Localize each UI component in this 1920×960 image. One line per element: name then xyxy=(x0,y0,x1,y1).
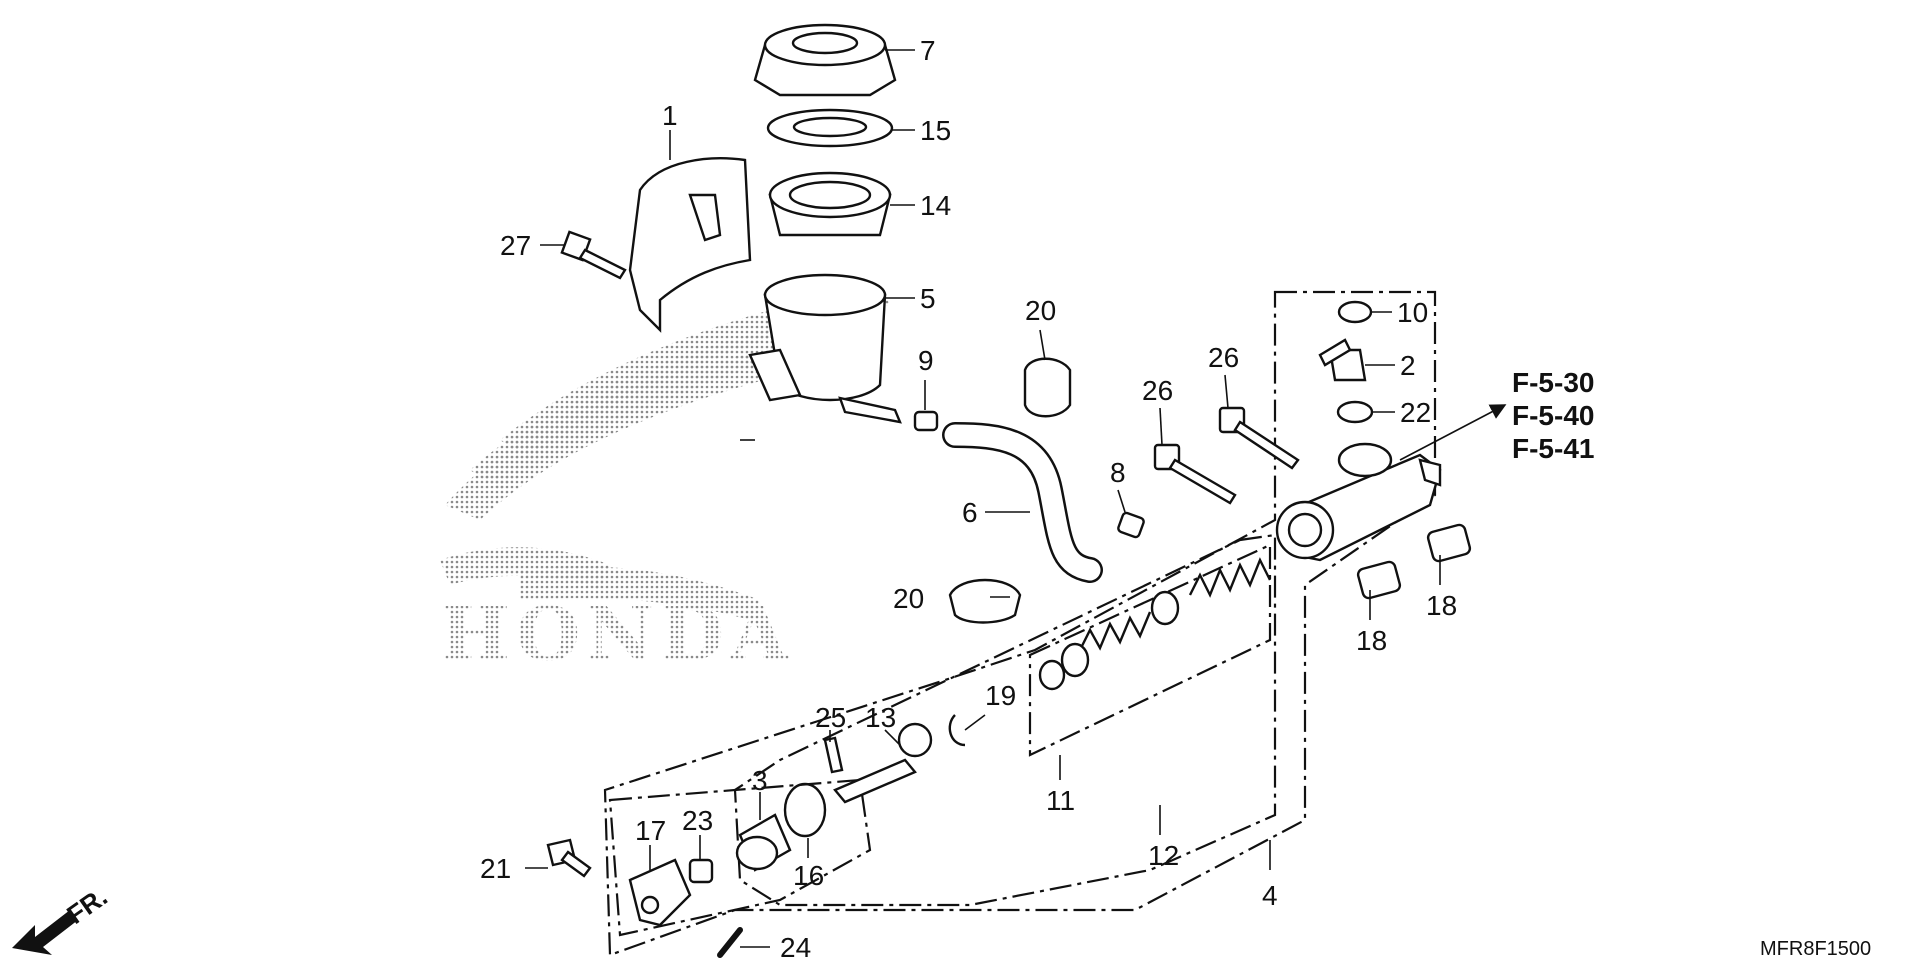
callout-24: 24 xyxy=(780,932,811,960)
nut-8 xyxy=(1117,511,1145,539)
callout-4: 4 xyxy=(1262,880,1278,911)
callout-22: 22 xyxy=(1400,397,1431,428)
hose-clamp-20-upper xyxy=(1023,357,1072,418)
callout-1: 1 xyxy=(662,100,678,131)
circlip-19 xyxy=(948,714,966,747)
callout-15: 15 xyxy=(920,115,951,146)
nut-23 xyxy=(688,858,714,884)
callout-6: 6 xyxy=(962,497,978,528)
honda-watermark-text: HONDA xyxy=(440,592,794,678)
hose-joint-2 xyxy=(1318,338,1367,382)
joint-pin-21 xyxy=(546,838,592,878)
callout-18-left: 18 xyxy=(1356,625,1387,656)
piston-spring-assembly xyxy=(1038,611,1152,691)
bolt-26-right xyxy=(1218,406,1300,470)
callout-26-left: 26 xyxy=(1142,375,1173,406)
assembly-11-outline xyxy=(1028,543,1272,757)
clevis-17 xyxy=(628,858,692,927)
piston-rod-13 xyxy=(833,722,933,804)
callout-19: 19 xyxy=(985,680,1016,711)
bolt-26-left xyxy=(1153,443,1237,505)
reservoir-cap xyxy=(753,23,897,97)
master-cylinder-body xyxy=(1275,442,1442,562)
cotter-pin-24 xyxy=(717,927,743,958)
o-ring-22 xyxy=(1336,400,1374,424)
callout-25: 25 xyxy=(815,702,846,733)
clip-10 xyxy=(1337,300,1373,324)
callout-21: 21 xyxy=(480,853,511,884)
callout-11: 11 xyxy=(1046,785,1075,816)
callout-23: 23 xyxy=(682,805,713,836)
callout-3: 3 xyxy=(752,765,768,796)
spring xyxy=(1188,557,1272,598)
callout-12: 12 xyxy=(1148,840,1179,871)
callout-17: 17 xyxy=(635,815,666,846)
callout-13: 13 xyxy=(865,702,896,733)
front-direction-arrow-icon xyxy=(12,910,78,955)
reservoir-cover xyxy=(628,157,752,333)
diagram-code: MFR8F1500 xyxy=(1760,938,1871,960)
callout-14: 14 xyxy=(920,190,951,221)
callout-18-right: 18 xyxy=(1426,590,1457,621)
callout-16: 16 xyxy=(793,860,824,891)
assembly-12-outline xyxy=(733,533,1277,907)
reservoir-body xyxy=(748,273,902,424)
leader-lines xyxy=(525,49,1507,948)
reference-f-5-41: F-5-41 xyxy=(1512,433,1594,464)
reference-f-5-30: F-5-30 xyxy=(1512,367,1594,398)
callout-20-lower: 20 xyxy=(893,583,924,614)
callout-26-right: 26 xyxy=(1208,342,1239,373)
cup-seal xyxy=(1150,590,1180,626)
bushing-18-right xyxy=(1426,523,1472,563)
callout-7: 7 xyxy=(920,35,936,66)
callout-2: 2 xyxy=(1400,350,1416,381)
callout-8: 8 xyxy=(1110,457,1126,488)
diaphragm-plate xyxy=(766,108,894,148)
callout-5: 5 xyxy=(920,283,936,314)
assembly-bottom-outline xyxy=(608,778,872,937)
reference-f-5-40: F-5-40 xyxy=(1512,400,1594,431)
callout-9: 9 xyxy=(918,345,934,376)
bushing-18-left xyxy=(1356,560,1402,600)
bolt-27 xyxy=(560,230,627,280)
hose-clamp-9 xyxy=(913,410,939,432)
pin-25 xyxy=(823,736,844,774)
callout-10: 10 xyxy=(1397,297,1428,328)
circlip-16 xyxy=(783,782,827,838)
diaphragm xyxy=(768,171,892,237)
callout-27: 27 xyxy=(500,230,531,261)
hose-clamp-20-lower xyxy=(948,578,1022,624)
boot-3 xyxy=(735,813,792,872)
callout-20-upper: 20 xyxy=(1025,295,1056,326)
